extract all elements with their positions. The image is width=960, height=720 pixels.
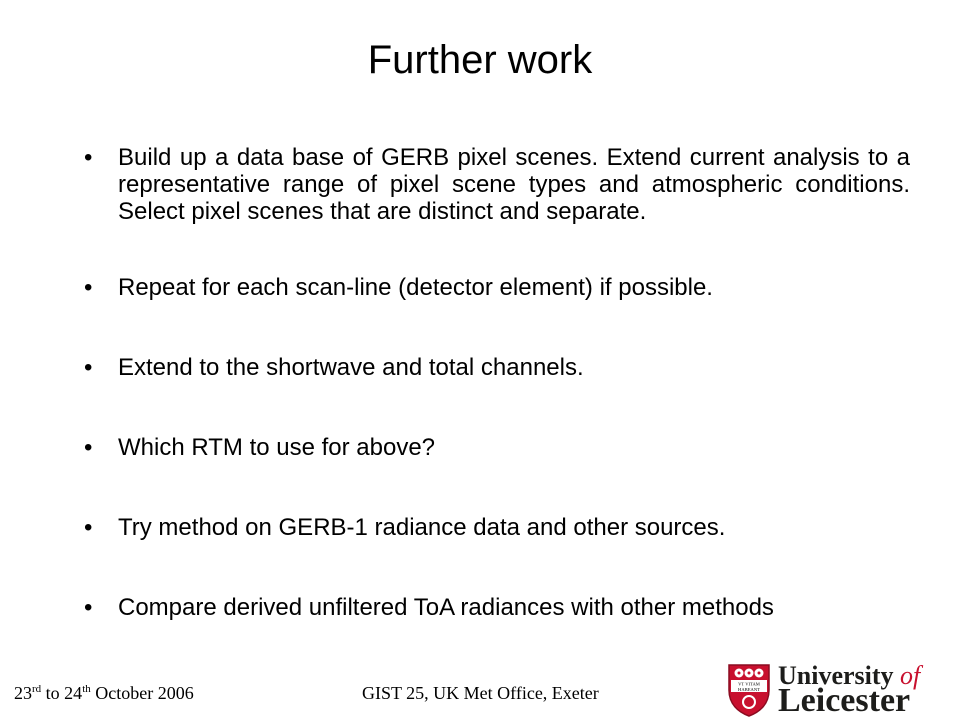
footer-event: GIST 25, UK Met Office, Exeter xyxy=(362,683,599,703)
bullet-item: Repeat for each scan-line (detector elem… xyxy=(78,274,910,301)
bullet-list: Build up a data base of GERB pixel scene… xyxy=(78,144,910,674)
university-crest-icon: VT VITAM HABEANT xyxy=(728,664,770,717)
bullet-item: Compare derived unfiltered ToA radiances… xyxy=(78,594,910,621)
logo-line1: University of xyxy=(778,662,920,690)
bullet-item: Which RTM to use for above? xyxy=(78,434,910,461)
crest-motto-bottom: HABEANT xyxy=(738,687,760,692)
footer-date-mid: to 24 xyxy=(41,683,83,703)
logo-line1-main: University xyxy=(778,661,901,690)
footer-date-end: October 2006 xyxy=(90,683,194,703)
footer-date-sup2: th xyxy=(82,683,91,695)
logo-line1-of: of xyxy=(900,661,921,690)
crest-motto-top: VT VITAM xyxy=(738,682,760,687)
bullet-item: Build up a data base of GERB pixel scene… xyxy=(78,144,910,225)
footer-date-day1: 23 xyxy=(14,683,32,703)
footer-date-sup1: rd xyxy=(32,683,42,695)
university-logo: VT VITAM HABEANT University of Leicester xyxy=(726,662,950,718)
footer-date: 23rd to 24th October 2006 xyxy=(14,683,194,704)
logo-line2: Leicester xyxy=(778,682,911,719)
bullet-item: Extend to the shortwave and total channe… xyxy=(78,354,910,381)
slide-title: Further work xyxy=(367,38,593,82)
bullet-item: Try method on GERB-1 radiance data and o… xyxy=(78,514,910,541)
